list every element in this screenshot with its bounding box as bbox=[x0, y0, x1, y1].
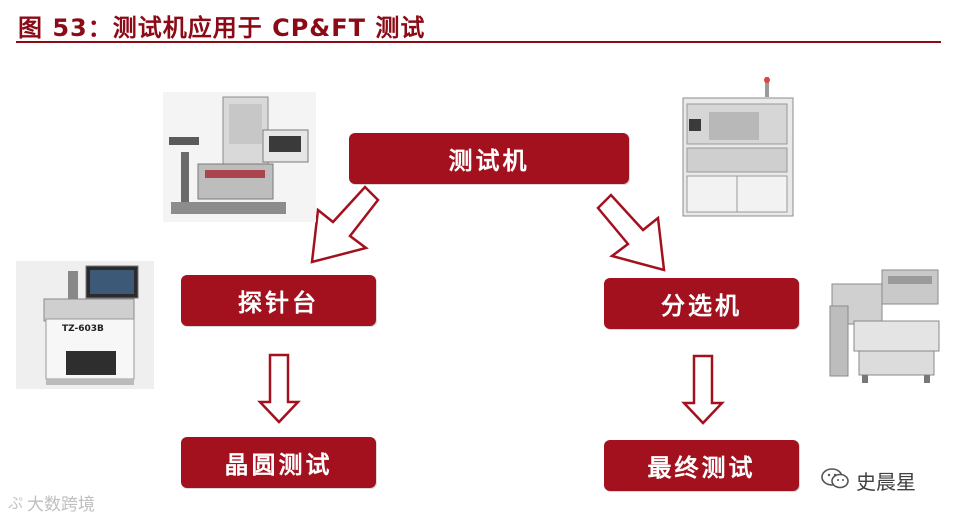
watermark-bottom-right: 史晨星 bbox=[820, 466, 916, 495]
prober-model-label: TZ-603B bbox=[62, 324, 104, 334]
node-prober: 探针台 bbox=[181, 275, 376, 326]
arrow-prober-to-wafer bbox=[257, 353, 301, 424]
tester-equipment-photo bbox=[163, 92, 316, 222]
brand-logo-icon: ぷ bbox=[8, 494, 24, 512]
watermark-bottom-right-text: 史晨星 bbox=[856, 470, 916, 494]
title-rule bbox=[16, 41, 941, 43]
page-title: 图 53：测试机应用于 CP&FT 测试 bbox=[18, 14, 426, 42]
arrow-tester-to-prober bbox=[310, 185, 380, 264]
node-handler: 分选机 bbox=[604, 278, 799, 329]
tester-cabinet-photo bbox=[679, 74, 797, 220]
arrow-tester-to-handler bbox=[596, 193, 666, 272]
node-wafer-test: 晶圆测试 bbox=[181, 437, 376, 488]
prober-equipment-photo: TZ-603B bbox=[16, 261, 154, 389]
node-final-test: 最终测试 bbox=[604, 440, 799, 491]
watermark-bottom-left: ぷ 大数跨境 bbox=[8, 490, 95, 515]
wechat-icon bbox=[820, 466, 850, 495]
node-tester: 测试机 bbox=[349, 133, 629, 184]
arrow-handler-to-final bbox=[681, 354, 725, 425]
handler-equipment-photo bbox=[824, 266, 944, 384]
watermark-bottom-left-text: 大数跨境 bbox=[27, 495, 96, 515]
